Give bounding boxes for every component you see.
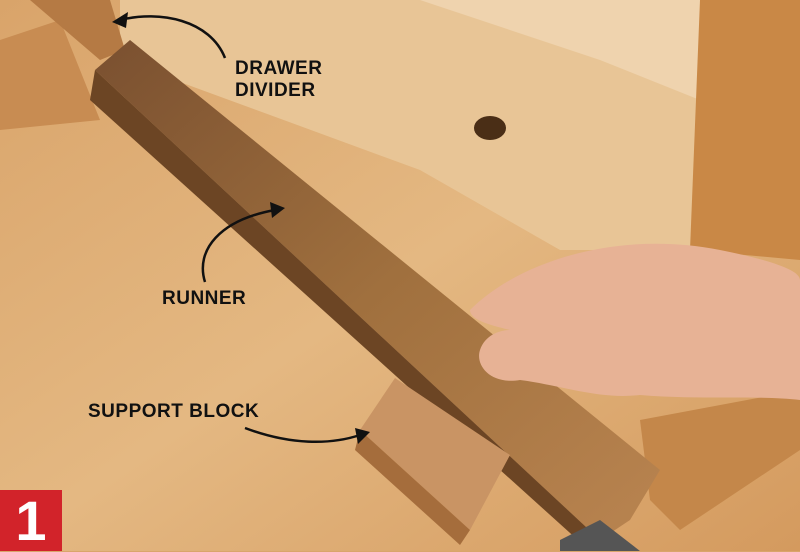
arrow-runner: [201, 208, 276, 283]
clamp: [560, 520, 640, 551]
arrow-runner-head: [270, 202, 285, 218]
support-block: [360, 378, 510, 530]
arrow-support: [244, 426, 361, 444]
arrow-support-head: [355, 428, 370, 444]
label-drawer-divider: DRAWER DIVIDER: [235, 58, 322, 102]
hand: [470, 243, 800, 400]
arrow-divider: [119, 15, 227, 59]
apron-left: [0, 20, 100, 130]
label-runner: RUNNER: [162, 288, 247, 309]
apron-right: [640, 390, 800, 530]
label-drawer-divider-line2: DIVIDER: [235, 80, 316, 101]
dowel-hole: [474, 116, 506, 140]
label-support-block: SUPPORT BLOCK: [88, 401, 260, 422]
step-number-badge: 1: [0, 490, 62, 551]
drawer-divider: [30, 0, 125, 60]
table-leg: [690, 0, 800, 260]
runner: [95, 40, 660, 540]
arrow-divider-head: [112, 12, 128, 28]
label-drawer-divider-line1: DRAWER: [235, 58, 323, 79]
support-block-face: [355, 430, 470, 545]
